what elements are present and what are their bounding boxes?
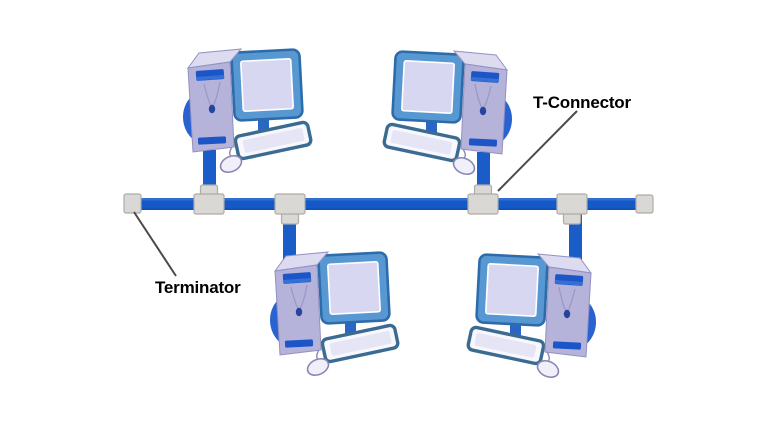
t-connector-4-sleeve	[556, 193, 588, 215]
t-connector-2-sleeve	[274, 193, 306, 215]
computer-bottom-right	[465, 252, 598, 383]
bus-line	[130, 198, 650, 210]
terminator-leader-line	[133, 211, 177, 277]
t-connector-3-sleeve	[467, 193, 499, 215]
t-connector-1	[193, 184, 225, 215]
terminator-right	[635, 194, 654, 214]
bus-bar	[130, 198, 650, 210]
terminator-left	[123, 193, 142, 214]
t-connector-leader-line	[497, 110, 578, 192]
terminator-label: Terminator	[155, 278, 241, 297]
t-connector-label: T-Connector	[533, 93, 631, 112]
t-connector-4	[556, 193, 588, 225]
t-connector-1-sleeve	[193, 193, 225, 215]
computer-top-left	[181, 47, 314, 178]
computer-bottom-left	[268, 250, 401, 381]
bus-bottom-shadow	[130, 208, 650, 210]
computer-top-right	[381, 49, 514, 180]
t-connector-2	[274, 193, 306, 225]
bus-top-highlight	[130, 198, 650, 201]
t-connector-3	[467, 184, 499, 215]
